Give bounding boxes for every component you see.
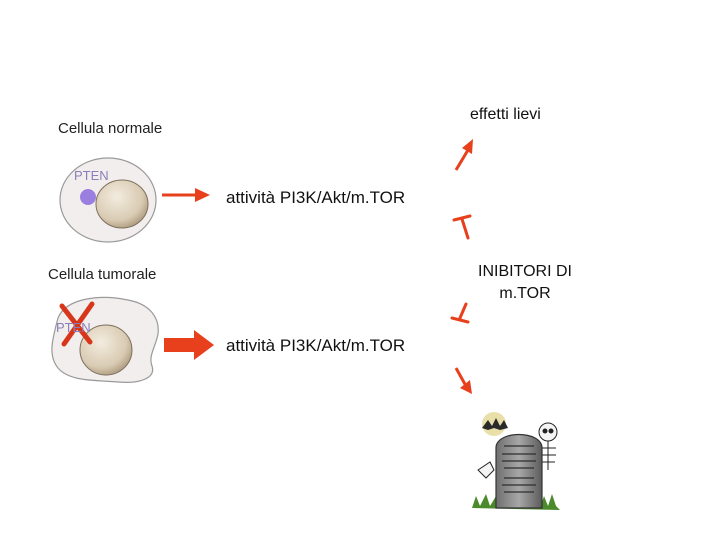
arrow-down-death — [454, 367, 472, 394]
tumor-pten-label: PTEN — [56, 320, 91, 335]
mtor-inhibitors-label: INIBITORI DI m.TOR — [460, 261, 590, 305]
normal-cell — [59, 157, 157, 243]
tumor-cell — [51, 296, 159, 383]
normal-pten-label: PTEN — [74, 168, 109, 183]
gravestone-icon — [472, 412, 560, 510]
pten-dot — [80, 189, 96, 205]
skeleton-icon — [538, 422, 558, 470]
mild-effects-label: effetti lievi — [470, 106, 541, 123]
arrow-normal-to-pathway — [162, 188, 210, 202]
inhibitors-line-1: INIBITORI DI — [478, 263, 572, 280]
arrow-up-effects — [454, 139, 473, 171]
tumor-cell-title: Cellula tumorale — [48, 266, 157, 283]
inhibition-mark-bottom — [450, 302, 470, 324]
bat-icon — [482, 412, 508, 436]
tumor-pathway-activity: attività PI3K/Akt/m.TOR — [226, 336, 406, 355]
inhibition-mark-top — [452, 214, 472, 240]
cross-mark — [59, 301, 95, 347]
arrow-tumor-to-pathway — [164, 330, 214, 360]
inhibitors-line-2: m.TOR — [499, 285, 551, 302]
normal-pathway-activity: attività PI3K/Akt/m.TOR — [226, 188, 406, 207]
normal-cell-title: Cellula normale — [58, 120, 163, 137]
